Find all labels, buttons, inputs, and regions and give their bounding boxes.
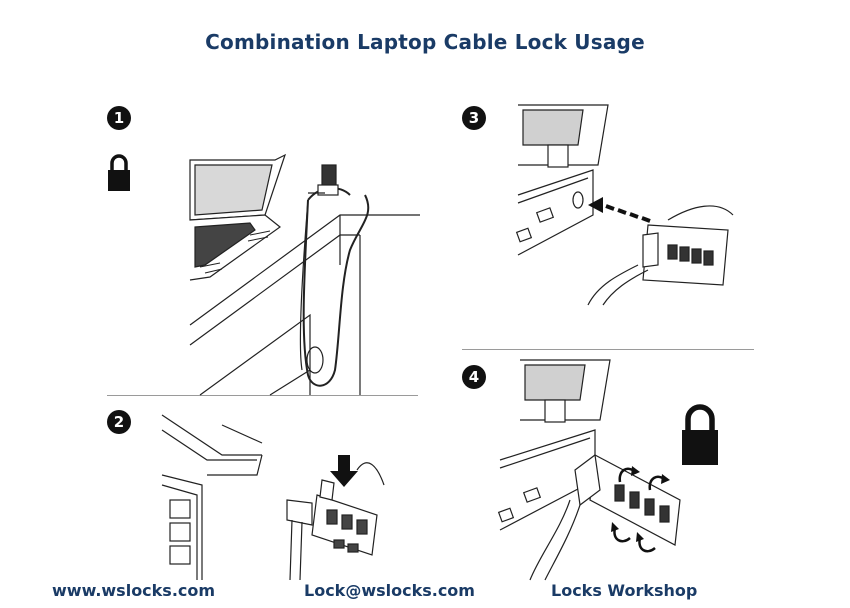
divider-left xyxy=(107,395,418,396)
divider-right xyxy=(462,349,754,350)
step-1-illustration xyxy=(189,153,420,396)
step-number-4: 4 xyxy=(462,365,486,389)
step-2-illustration xyxy=(161,414,385,581)
step-number-1: 1 xyxy=(107,106,131,130)
footer-brand: Locks Workshop xyxy=(551,581,698,600)
arrow-right-dashed-icon xyxy=(588,197,651,223)
step-number-3: 3 xyxy=(462,106,486,130)
arrow-down-icon xyxy=(330,455,358,487)
step-4-illustration xyxy=(497,359,681,581)
padlock-closed-large-icon xyxy=(682,404,718,465)
step-3-illustration xyxy=(515,104,734,306)
footer-website-link[interactable]: www.wslocks.com xyxy=(52,581,216,600)
padlock-closed-icon xyxy=(108,154,130,191)
page-title: Combination Laptop Cable Lock Usage xyxy=(205,30,645,54)
footer-email-link[interactable]: Lock@wslocks.com xyxy=(304,581,475,600)
step-number-2: 2 xyxy=(107,410,131,434)
